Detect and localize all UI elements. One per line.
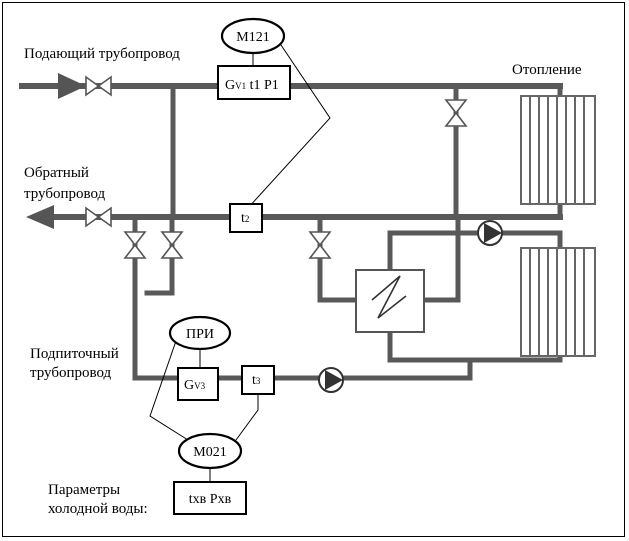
radiator-2 <box>520 247 596 357</box>
makeup-pipe-label-2: трубопровод <box>30 365 112 381</box>
signal-pri-m021 <box>149 337 189 441</box>
supply-meter-label: GV1 t1 P1 <box>225 78 279 93</box>
hx-valve-icon <box>308 231 332 259</box>
circulation-pump-icon <box>477 220 503 246</box>
return-pipe-label-1: Обратный <box>24 165 89 181</box>
makeup-valve-1-icon <box>123 231 147 259</box>
cold-water-params-box <box>173 481 247 515</box>
flow-transducer-pri <box>168 315 232 351</box>
return-outlet-arrow <box>26 205 54 229</box>
supply-inlet-arrow <box>58 73 86 99</box>
t3-sensor-box <box>241 365 275 395</box>
gv3-meter-label: GV3 <box>184 378 206 393</box>
gv3-meter-box <box>177 367 219 401</box>
signal-m121-t2 <box>247 44 331 209</box>
t2-sensor-box <box>229 203 263 233</box>
supply-meter-box <box>217 65 291 100</box>
cold-water-params-label: tхв Рхв <box>189 492 232 507</box>
signal-t3-m021 <box>235 392 259 441</box>
makeup-pump-icon <box>318 367 344 393</box>
controller-m021 <box>177 432 243 470</box>
cold-water-label-2: холодной воды: <box>48 501 148 517</box>
makeup-pipe <box>132 214 473 381</box>
return-valve-icon <box>85 206 112 228</box>
return-pipe-label-2: трубопровод <box>24 186 106 202</box>
t2-sensor-label: t2 <box>241 211 249 226</box>
heat-exchanger-zigzag <box>371 275 407 319</box>
makeup-valve-2-icon <box>160 231 184 259</box>
radiator-1 <box>520 95 596 205</box>
makeup-pipe-label-1: Подпиточный <box>30 346 119 362</box>
riser-valve-icon <box>444 99 468 127</box>
controller-m121-label: М121 <box>236 30 269 45</box>
heating-label: Отопление <box>512 62 582 78</box>
controller-m021-label: М021 <box>193 445 226 460</box>
t3-sensor-label: t3 <box>252 373 261 388</box>
cold-water-label-1: Параметры <box>48 482 120 498</box>
controller-m121 <box>220 17 286 55</box>
heat-exchanger <box>355 269 425 333</box>
supply-valve-icon <box>85 75 112 97</box>
hx-primary-out <box>421 214 461 303</box>
flow-transducer-pri-label: ПРИ <box>186 327 214 342</box>
supply-pipe-label: Подающий трубопровод <box>24 46 180 62</box>
hx-secondary-top <box>387 230 563 273</box>
